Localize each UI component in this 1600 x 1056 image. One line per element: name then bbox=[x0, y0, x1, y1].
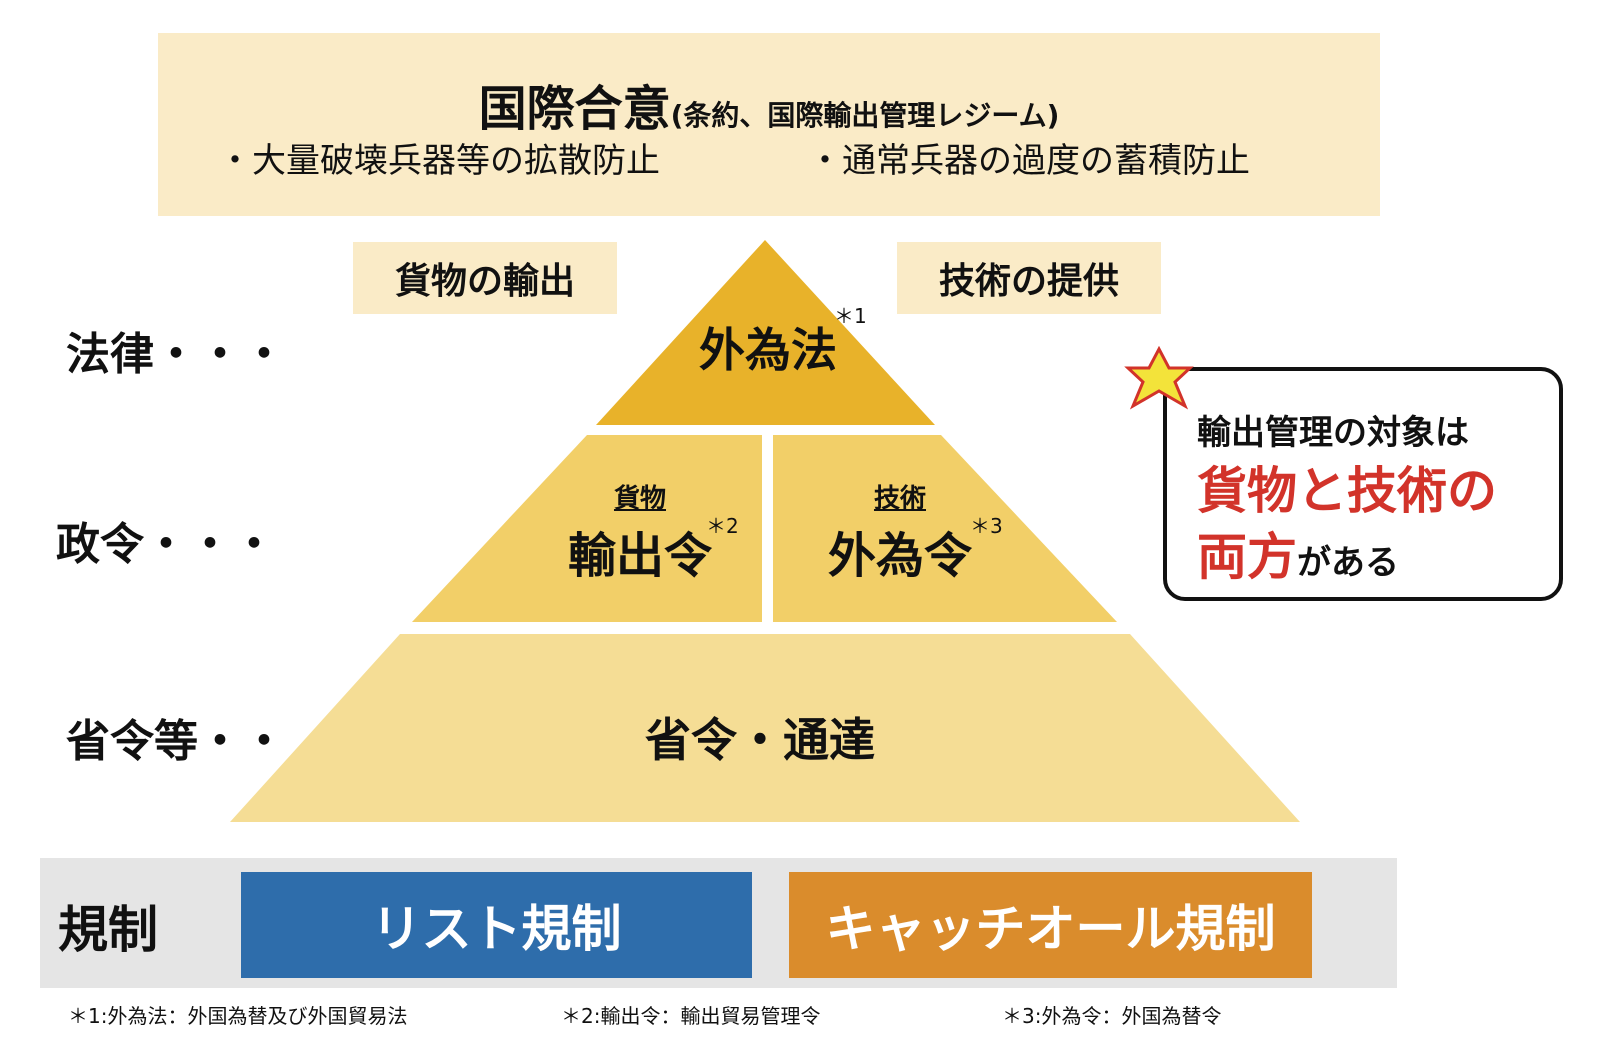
regulation-bar: 規制 リスト規制 キャッチオール規制 bbox=[40, 858, 1397, 988]
callout-line3: 両方がある bbox=[1197, 517, 1399, 589]
pyramid-bottom-label: 省令・通達 bbox=[645, 713, 875, 767]
forex-order-label: 外為令 bbox=[827, 528, 972, 584]
callout-both: 両方 bbox=[1197, 528, 1297, 586]
goods-export-tag: 貨物の輸出 bbox=[353, 242, 617, 314]
callout-box: 輸出管理の対象は 貨物と技術の 両方がある bbox=[1163, 367, 1563, 601]
pyramid-bottom-tier bbox=[230, 634, 1300, 822]
regulation-label: 規制 bbox=[58, 901, 158, 959]
agreement-bullet-conventional: ・通常兵器の過度の蓄積防止 bbox=[808, 141, 1250, 181]
agreement-title: 国際合意 bbox=[478, 81, 671, 137]
agreement-bullet-wmd: ・大量破壊兵器等の拡散防止 bbox=[218, 141, 660, 181]
footnote-marker-3: ＊3 bbox=[970, 514, 1003, 538]
footnote-3: ＊3:外為令：外国為替令 bbox=[1002, 1004, 1222, 1028]
footnote-marker-1: ＊1 bbox=[834, 304, 867, 328]
agreement-heading: 国際合意(条約、国際輸出管理レジーム) bbox=[158, 69, 1380, 139]
pyramid-middle-left-tier bbox=[412, 435, 762, 622]
export-order-label: 輸出令 bbox=[567, 528, 712, 584]
catchall-regulation-box: キャッチオール規制 bbox=[789, 872, 1312, 978]
agreement-subtitle: (条約、国際輸出管理レジーム) bbox=[670, 99, 1060, 132]
goods-subtitle: 貨物 bbox=[613, 484, 666, 514]
pyramid-top-tier bbox=[596, 240, 935, 425]
level-label-ministerial: 省令等・・ bbox=[66, 716, 286, 767]
tech-subtitle: 技術 bbox=[873, 484, 926, 514]
callout-line1: 輸出管理の対象は bbox=[1197, 413, 1469, 453]
footnote-marker-2: ＊2 bbox=[706, 514, 739, 538]
level-label-cabinet-order: 政令・・・ bbox=[56, 519, 276, 570]
footnote-1: ＊1:外為法：外国為替及び外国貿易法 bbox=[68, 1004, 408, 1028]
tech-provision-tag: 技術の提供 bbox=[897, 242, 1161, 314]
pyramid-top-label: 外為法 bbox=[699, 323, 837, 377]
level-label-law: 法律・・・ bbox=[66, 329, 286, 380]
star-icon bbox=[1124, 346, 1194, 410]
footnote-2: ＊2:輸出令：輸出貿易管理令 bbox=[561, 1004, 821, 1028]
international-agreement-box: 国際合意(条約、国際輸出管理レジーム) ・大量破壊兵器等の拡散防止 ・通常兵器の… bbox=[158, 33, 1380, 216]
callout-line2: 貨物と技術の bbox=[1197, 462, 1497, 520]
callout-suffix: がある bbox=[1297, 543, 1399, 583]
list-regulation-box: リスト規制 bbox=[241, 872, 752, 978]
pyramid-middle-right-tier bbox=[773, 435, 1117, 622]
